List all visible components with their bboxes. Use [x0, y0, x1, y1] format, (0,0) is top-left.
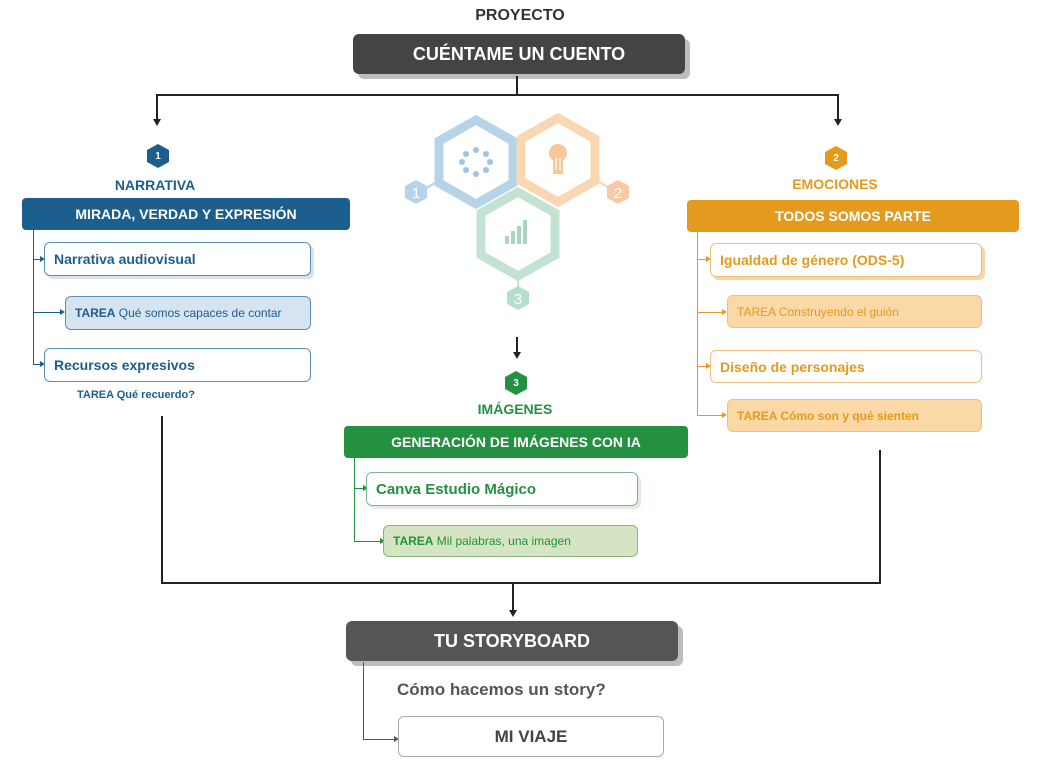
hex-orange: 2	[516, 112, 629, 208]
dots-circle-icon	[459, 147, 493, 177]
arrow-right-icon	[394, 736, 399, 742]
hex-green: 3	[476, 186, 560, 310]
branch-line	[354, 541, 381, 542]
item-igualdad-genero[interactable]: Igualdad de género (ODS-5)	[710, 243, 982, 277]
storyboard-box[interactable]: TU STORYBOARD	[346, 621, 678, 661]
category-header-narrativa[interactable]: MIRADA, VERDAD Y EXPRESIÓN	[22, 198, 350, 230]
branch-line	[697, 366, 707, 367]
connector-line	[161, 416, 163, 584]
task-text: TAREA Cómo son y qué sienten	[737, 408, 920, 423]
section-label-narrativa: NARRATIVA	[114, 177, 196, 193]
item-recursos-expresivos[interactable]: Recursos expresivos	[44, 348, 311, 382]
item-canva-estudio-magico[interactable]: Canva Estudio Mágico	[366, 472, 638, 506]
task-como-son[interactable]: TAREA Cómo son y qué sienten	[727, 399, 982, 432]
hex-blue: 1	[405, 114, 518, 210]
task-que-recuerdo[interactable]: TAREA Qué recuerdo?	[77, 389, 195, 401]
arrow-right-icon	[706, 363, 711, 369]
branch-line	[33, 312, 61, 313]
branch-line	[363, 739, 396, 740]
section-number-hex: 3	[505, 371, 527, 395]
connector-line	[516, 76, 518, 95]
branch-line	[363, 662, 364, 740]
arrow-down-icon	[153, 119, 161, 126]
item-narrativa-audiovisual[interactable]: Narrativa audiovisual	[44, 242, 311, 276]
connector-line	[516, 337, 518, 353]
task-text: Qué somos capaces de contar	[118, 306, 282, 320]
arrow-right-icon	[60, 309, 65, 315]
task-text: TAREA Construyendo el guión	[737, 304, 899, 319]
project-label: PROYECTO	[475, 7, 565, 24]
branch-line	[33, 230, 34, 364]
category-header-text: MIRADA, VERDAD Y EXPRESIÓN	[75, 206, 297, 222]
mi-viaje-text: MI VIAJE	[494, 726, 568, 746]
connector-line	[161, 582, 881, 584]
category-header-text: TODOS SOMOS PARTE	[775, 208, 931, 224]
arrow-right-icon	[722, 309, 727, 315]
section-label-imagenes: IMÁGENES	[477, 401, 553, 417]
arrow-right-icon	[380, 538, 385, 544]
task-prefix: TAREA	[75, 306, 116, 320]
mi-viaje-button[interactable]: MI VIAJE	[398, 716, 664, 757]
category-header-emociones[interactable]: TODOS SOMOS PARTE	[687, 200, 1019, 232]
arrow-right-icon	[40, 256, 45, 262]
connector-line	[512, 582, 514, 612]
branch-line	[354, 488, 364, 489]
connector-line	[156, 94, 158, 120]
storyboard-title: TU STORYBOARD	[433, 630, 590, 651]
hex2-number: 2	[614, 185, 622, 202]
branch-line	[33, 259, 42, 260]
item-text: Recursos expresivos	[54, 357, 195, 373]
branch-line	[697, 259, 707, 260]
project-title: CUÉNTAME UN CUENTO	[412, 43, 626, 64]
branch-line	[33, 364, 42, 365]
branch-line	[697, 312, 723, 313]
arrow-down-icon	[509, 610, 517, 617]
arrow-down-icon	[513, 352, 521, 359]
connector-line	[837, 94, 839, 120]
storyboard-question: Cómo hacemos un story?	[397, 680, 606, 699]
item-text: Canva Estudio Mágico	[376, 480, 537, 498]
arrow-right-icon	[40, 361, 45, 367]
arrow-right-icon	[363, 485, 368, 491]
project-title-box[interactable]: CUÉNTAME UN CUENTO	[353, 34, 685, 74]
infographic-hexagons: 1 2 3	[405, 112, 629, 310]
branch-line	[697, 415, 723, 416]
branch-line	[697, 232, 698, 416]
item-text: Igualdad de género (ODS-5)	[720, 252, 905, 268]
task-prefix: TAREA	[393, 534, 434, 548]
bar-chart-icon	[505, 220, 527, 244]
connector-line	[879, 450, 881, 584]
section-number-hex: 1	[147, 144, 169, 168]
lightbulb-icon	[549, 144, 567, 174]
item-diseno-personajes[interactable]: Diseño de personajes	[710, 350, 982, 383]
task-construyendo-guion[interactable]: TAREA Construyendo el guión	[727, 295, 982, 328]
section-label-emociones: EMOCIONES	[792, 176, 878, 192]
task-que-somos-capaces[interactable]: TAREA Qué somos capaces de contar	[65, 296, 311, 330]
task-mil-palabras[interactable]: TAREA Mil palabras, una imagen	[383, 525, 638, 557]
category-header-imagenes[interactable]: GENERACIÓN DE IMÁGENES CON IA	[344, 426, 688, 458]
connector-line	[156, 94, 839, 96]
item-text: Diseño de personajes	[720, 358, 865, 375]
hex3-number: 3	[514, 291, 522, 308]
task-text: Mil palabras, una imagen	[436, 534, 571, 548]
branch-line	[354, 458, 355, 542]
hex1-number: 1	[412, 185, 420, 202]
arrow-right-icon	[706, 256, 711, 262]
section-number-hex: 2	[825, 146, 847, 170]
item-text: Narrativa audiovisual	[54, 251, 196, 267]
category-header-text: GENERACIÓN DE IMÁGENES CON IA	[391, 434, 641, 450]
arrow-right-icon	[722, 412, 727, 418]
arrow-down-icon	[834, 119, 842, 126]
